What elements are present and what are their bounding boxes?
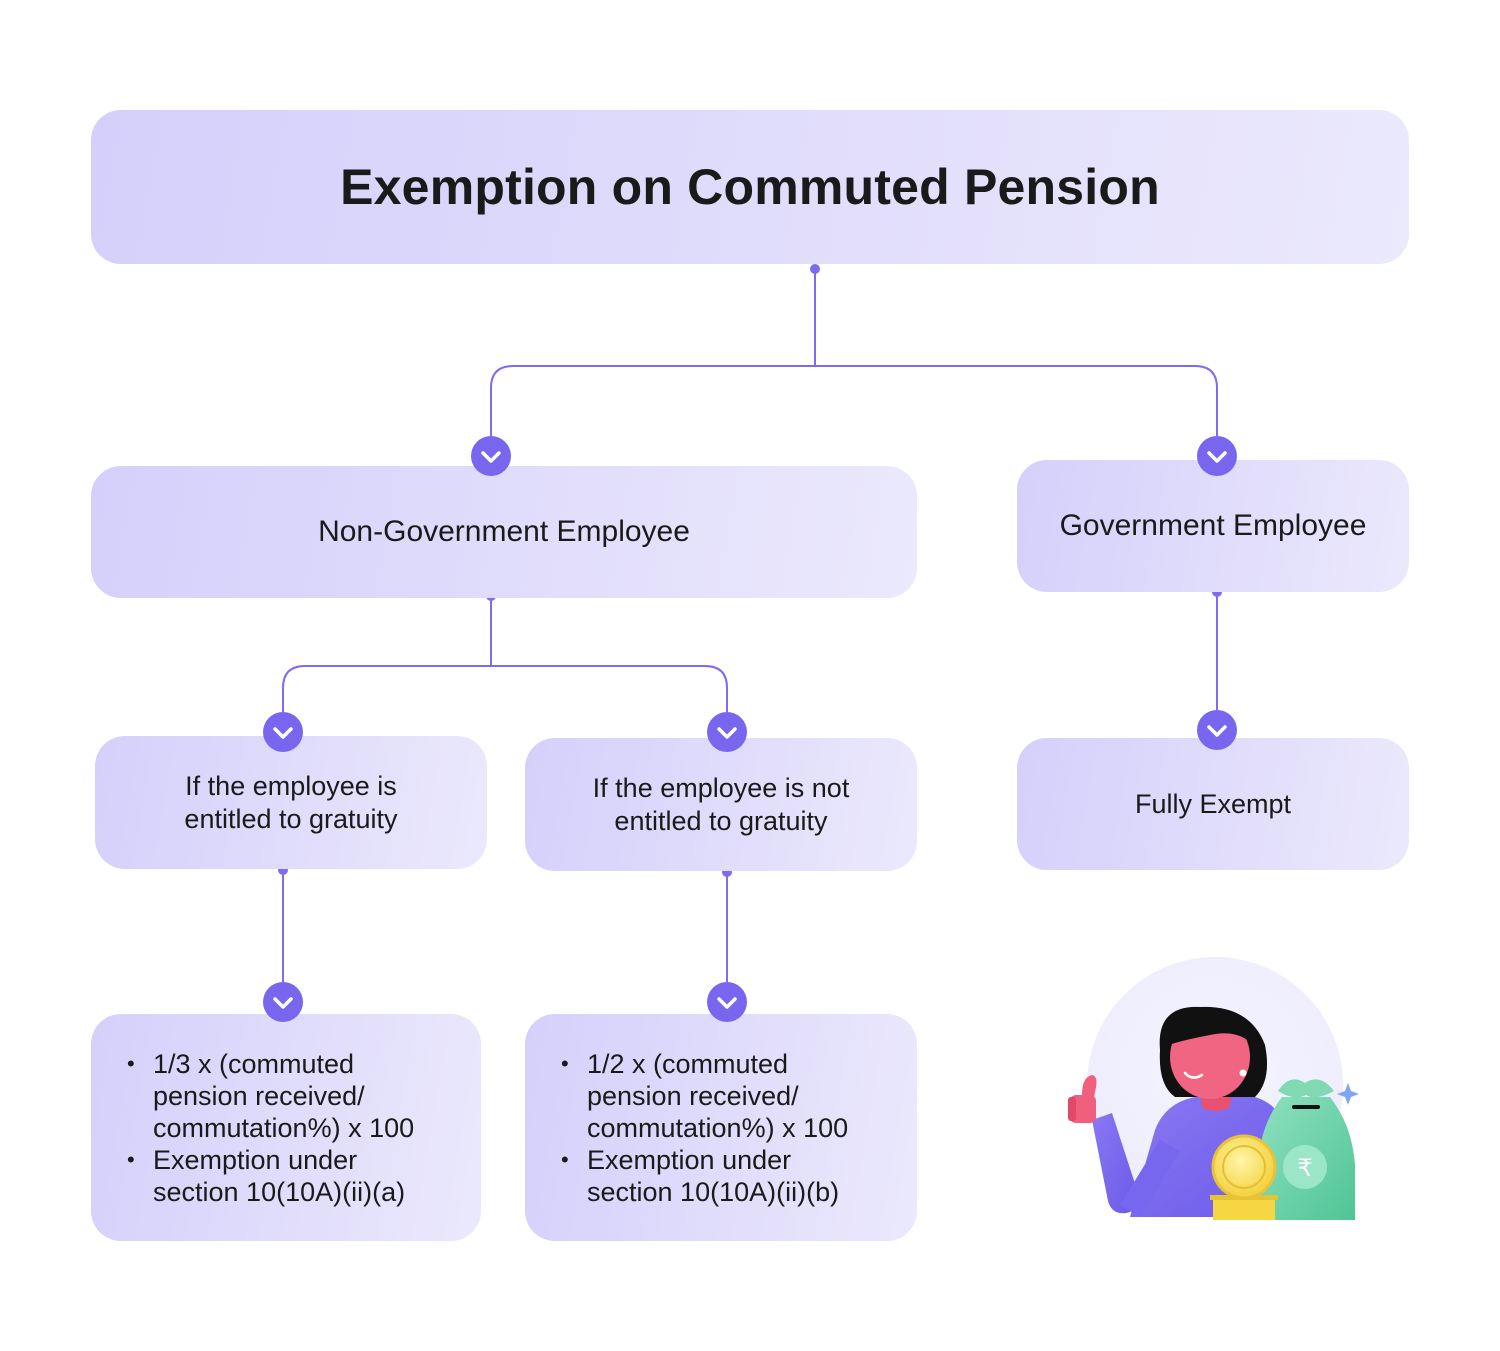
chevron-down-icon <box>263 982 303 1022</box>
coin-icon <box>1210 1134 1278 1220</box>
entitled-gratuity-box: If the employee is entitled to gratuity <box>95 736 487 869</box>
formula-gratuity-list: 1/3 x (commuted pension received/ commut… <box>91 1048 443 1208</box>
formula-no-gratuity-bullet-2: Exemption under section 10(10A)(ii)(b) <box>561 1144 877 1208</box>
formula-no-gratuity-bullet-1: 1/2 x (commuted pension received/ commut… <box>561 1048 877 1144</box>
formula-gratuity-bullet-2: Exemption under section 10(10A)(ii)(a) <box>127 1144 443 1208</box>
entitled-gratuity-line2: entitled to gratuity <box>184 803 398 834</box>
chevron-down-icon <box>263 712 303 752</box>
money-bag-icon: ₹ <box>1258 1079 1355 1220</box>
thumbs-up-icon <box>1068 1075 1097 1123</box>
not-entitled-gratuity-line2: entitled to gratuity <box>614 805 828 836</box>
government-label: Government Employee <box>1059 509 1367 542</box>
government-employee-box: Government Employee <box>1017 460 1409 592</box>
chevron-down-icon <box>707 982 747 1022</box>
non-government-employee-box: Non-Government Employee <box>91 466 917 598</box>
formula-gratuity-bullet-1: 1/3 x (commuted pension received/ commut… <box>127 1048 443 1144</box>
chevron-down-icon <box>471 436 511 476</box>
diagram-title: Exemption on Commuted Pension <box>340 159 1160 215</box>
title-box: Exemption on Commuted Pension <box>91 110 1409 264</box>
fully-exempt-label: Fully Exempt <box>1134 788 1292 819</box>
chevron-down-icon <box>1197 436 1237 476</box>
chevron-down-icon <box>707 712 747 752</box>
non-government-label: Non-Government Employee <box>318 515 690 548</box>
not-entitled-gratuity-line1: If the employee is not <box>592 772 850 803</box>
formula-gratuity-box: 1/3 x (commuted pension received/ commut… <box>91 1014 481 1241</box>
rupee-icon: ₹ <box>1297 1154 1312 1182</box>
not-entitled-gratuity-box: If the employee is not entitled to gratu… <box>525 738 917 871</box>
fully-exempt-box: Fully Exempt <box>1017 738 1409 870</box>
formula-no-gratuity-list: 1/2 x (commuted pension received/ commut… <box>525 1048 877 1208</box>
sparkle-icon <box>1337 1083 1359 1105</box>
chevron-down-icon <box>1197 710 1237 750</box>
pension-illustration: ₹ <box>1068 957 1359 1220</box>
entitled-gratuity-line1: If the employee is <box>185 770 397 801</box>
formula-no-gratuity-box: 1/2 x (commuted pension received/ commut… <box>525 1014 917 1241</box>
